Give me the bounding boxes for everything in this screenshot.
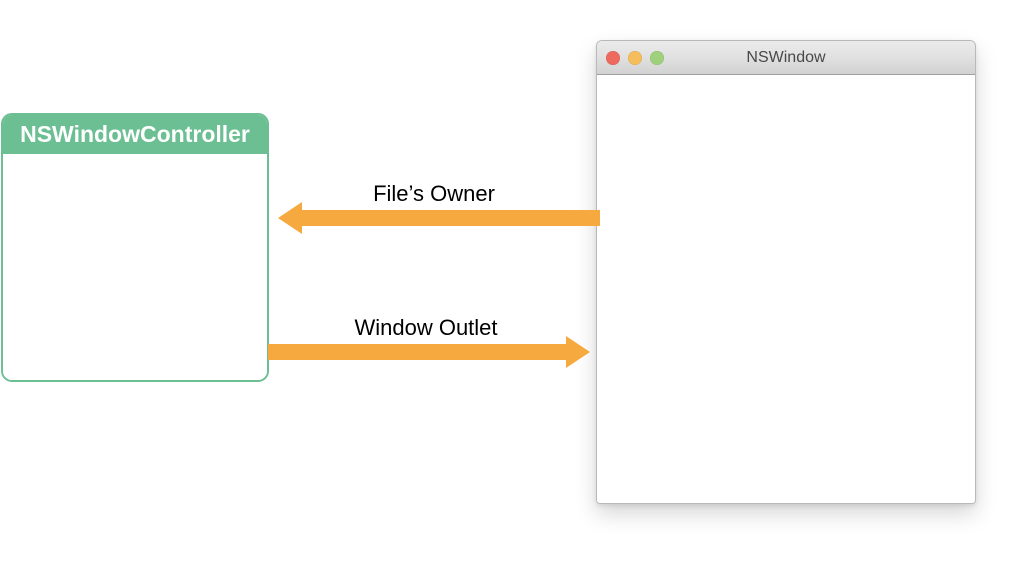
- close-icon[interactable]: [606, 50, 620, 65]
- arrow-left-shape: [278, 202, 600, 234]
- zoom-icon[interactable]: [650, 50, 664, 65]
- files-owner-arrow: [276, 200, 600, 236]
- nswindowcontroller-header: NSWindowController: [3, 115, 267, 154]
- traffic-light-group: [606, 41, 664, 74]
- nswindow: NSWindow: [596, 40, 976, 504]
- nswindowcontroller-box: NSWindowController: [1, 113, 269, 382]
- minimize-icon[interactable]: [628, 50, 642, 65]
- nswindowcontroller-title: NSWindowController: [20, 121, 250, 147]
- nswindow-content-area: [597, 75, 975, 503]
- arrow-right-shape: [268, 336, 590, 368]
- nswindowcontroller-body: [3, 154, 267, 380]
- files-owner-label: File’s Owner: [373, 181, 495, 206]
- window-outlet-label: Window Outlet: [354, 315, 498, 340]
- window-outlet-arrow: [268, 334, 592, 370]
- nswindow-title: NSWindow: [746, 48, 826, 66]
- nswindow-titlebar[interactable]: NSWindow: [597, 41, 975, 75]
